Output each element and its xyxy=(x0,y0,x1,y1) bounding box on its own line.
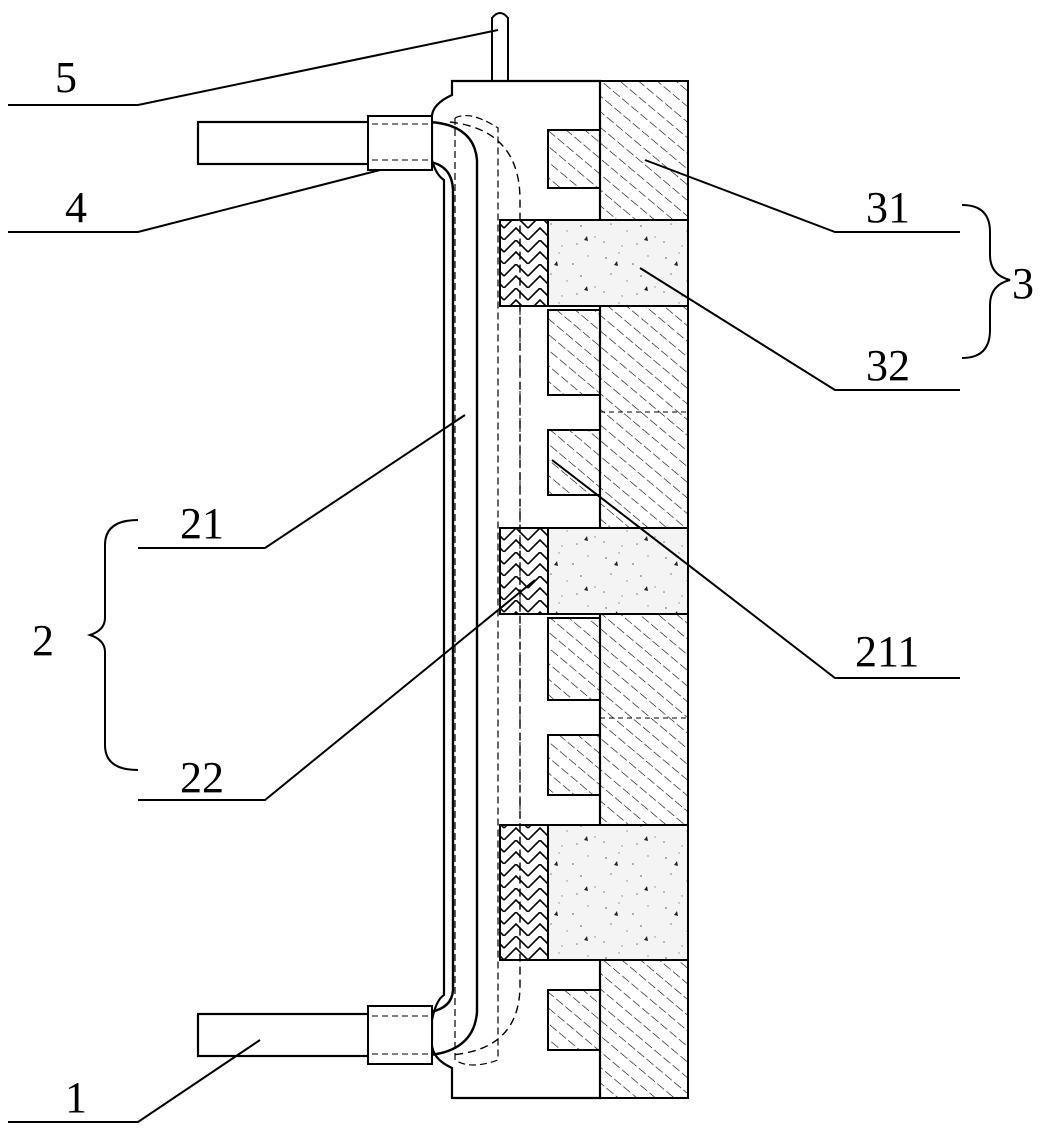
label-22: 22 xyxy=(180,753,224,802)
label-32: 32 xyxy=(866,341,910,390)
label-2: 2 xyxy=(32,616,54,665)
u-pipe-inner xyxy=(370,160,455,1014)
label-211: 211 xyxy=(855,627,919,676)
label-4: 4 xyxy=(65,183,87,232)
label-5: 5 xyxy=(55,53,77,102)
label-31: 31 xyxy=(866,183,910,232)
label-21: 21 xyxy=(180,499,224,548)
leader-lines xyxy=(8,29,1011,1123)
upper-pipe-joint xyxy=(367,115,433,171)
label-3: 3 xyxy=(1012,259,1034,308)
frame-teeth xyxy=(547,129,600,1051)
inner-dashed-channel xyxy=(454,115,499,1066)
upper-pipe xyxy=(196,120,372,166)
lower-pipe xyxy=(196,1012,372,1058)
u-pipe-outer xyxy=(370,120,479,1057)
label-1: 1 xyxy=(65,1073,87,1122)
seal-blocks xyxy=(499,219,689,961)
top-rod xyxy=(491,12,509,81)
lower-pipe-joint xyxy=(367,1005,433,1065)
